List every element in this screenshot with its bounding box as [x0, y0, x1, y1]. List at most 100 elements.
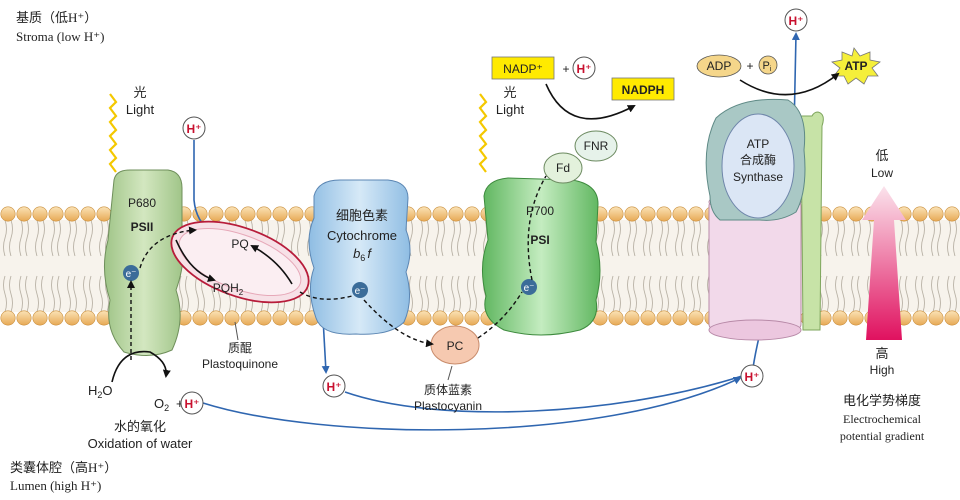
lightning-psi-icon: [478, 93, 488, 173]
gradient-en1: Electrochemical: [843, 412, 922, 426]
lipid-tail: [905, 275, 909, 313]
lipid-tail: [617, 275, 621, 313]
lipid-tail: [473, 219, 477, 257]
hplus-label: H⁺: [187, 122, 202, 136]
lipid-head: [432, 206, 448, 222]
lipid-tail: [83, 219, 87, 257]
lipid-tail: [441, 275, 445, 313]
lipid-tail: [633, 219, 637, 257]
pq-electron-path: [139, 226, 197, 269]
lipid-tail: [3, 275, 7, 313]
ferredoxin: Fd: [543, 152, 583, 184]
atp-starburst: [831, 47, 881, 85]
lipid-tail: [35, 275, 39, 313]
fnr-enzyme: FNR: [574, 130, 618, 162]
gradient-en2: potential gradient: [840, 429, 925, 443]
lipid-tail: [867, 219, 871, 257]
nadp-box: [491, 56, 555, 80]
pi-label: Pi: [763, 60, 772, 73]
lipid-tail: [659, 219, 663, 257]
atp-arrow: [739, 72, 840, 96]
lipid-tail: [51, 275, 55, 313]
lipid-head: [608, 206, 624, 222]
lipid-head: [0, 310, 16, 326]
hplus-water: H⁺: [180, 391, 204, 415]
light-psii: 光 Light: [108, 85, 155, 173]
lipid-tail: [435, 275, 439, 313]
lipid-tail: [291, 219, 295, 257]
lipid-head: [416, 310, 432, 326]
lipid-head: [448, 206, 464, 222]
plastoquinone: PQ PQH2 质醌 Plastoquinone: [139, 220, 310, 371]
lipid-tail: [681, 275, 685, 313]
lipid-tail: [905, 219, 909, 257]
lipid-tail: [697, 219, 701, 257]
lipid-tail: [419, 275, 423, 313]
lipid-head: [64, 310, 80, 326]
lipid-tail: [467, 219, 471, 257]
lipid-head: [928, 206, 944, 222]
lipid-tail: [931, 219, 935, 257]
lipid-tail: [425, 275, 429, 313]
cyt-to-pc-path: [363, 299, 434, 348]
lipid-tail: [835, 275, 839, 313]
lipid-head: [832, 206, 848, 222]
lipid-tail: [73, 275, 77, 313]
lipid-tail: [89, 219, 93, 257]
lipid-tail: [915, 275, 919, 313]
lipid-head: [32, 206, 48, 222]
lipid-tail: [473, 275, 477, 313]
lipid-tail: [601, 275, 605, 313]
lipid-tail: [467, 275, 471, 313]
lipid-head: [64, 206, 80, 222]
lipid-tail: [41, 275, 45, 313]
lipid-head: [416, 206, 432, 222]
lipid-tail: [691, 275, 695, 313]
pqh2-to-pq-arrow: [250, 245, 293, 285]
gradient-high-en: High: [870, 363, 895, 377]
lipid-tail: [627, 275, 631, 313]
light-psi-en: Light: [496, 102, 525, 117]
hplus-label: H⁺: [789, 14, 804, 28]
lipid-head: [944, 206, 960, 222]
synthase-label-1: ATP: [747, 137, 769, 151]
light-psii-en: Light: [126, 102, 155, 117]
lipid-tail: [617, 219, 621, 257]
lipid-head: [464, 206, 480, 222]
cyt-electron: [352, 282, 368, 298]
lipid-tail: [185, 275, 189, 313]
lipid-head: [448, 310, 464, 326]
gradient-arrow: [862, 186, 906, 340]
lipid-head: [48, 206, 64, 222]
fnr-label: FNR: [584, 139, 609, 153]
hplus-stroma-exit: H⁺: [784, 8, 808, 32]
lipid-tail: [841, 219, 845, 257]
lipid-head: [208, 310, 224, 326]
adp-plus: +: [746, 59, 753, 73]
lipid-head: [272, 206, 288, 222]
lipid-head: [80, 310, 96, 326]
lipid-tail: [899, 219, 903, 257]
nadph-arrow: [545, 83, 636, 120]
lipid-tail: [57, 275, 61, 313]
lipid-tail: [179, 275, 183, 313]
pq-to-pqh2-arrow: [175, 239, 216, 282]
nadph-label: NADPH: [622, 83, 665, 97]
cyt-electron-label: e⁻: [355, 286, 366, 297]
stroma-label: 基质（低H⁺） Stroma (low H⁺): [16, 10, 104, 44]
lipid-tail: [937, 219, 941, 257]
lipid-tail: [697, 275, 701, 313]
lipid-tail: [435, 219, 439, 257]
lipid-head: [240, 310, 256, 326]
psii-electron-label: e⁻: [126, 269, 137, 280]
lipid-head: [224, 310, 240, 326]
lipid-tail: [451, 219, 455, 257]
lipid-tail: [947, 275, 951, 313]
lumen-proton-arrow-to-synthase: [202, 376, 742, 431]
lipid-tail: [99, 219, 103, 257]
stroma-cn: 基质（低H⁺）: [16, 10, 97, 25]
lipid-tail: [825, 275, 829, 313]
